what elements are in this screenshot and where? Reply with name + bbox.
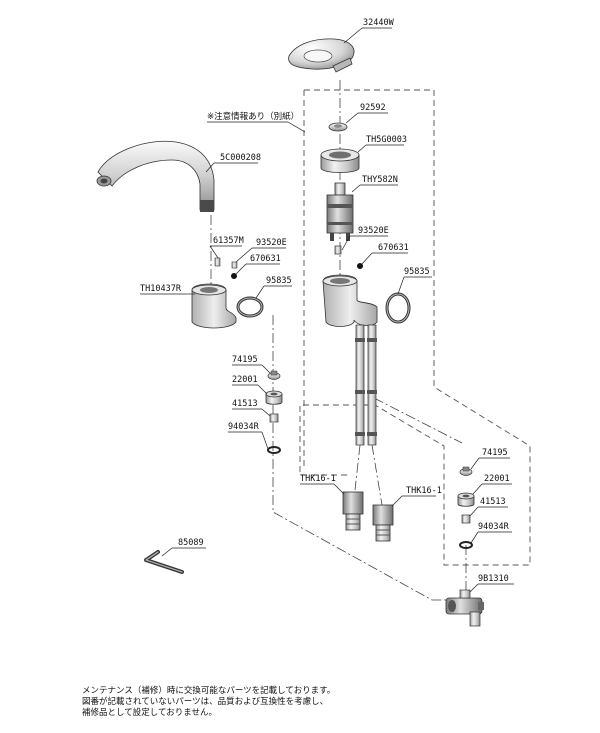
- supply-hoses: [355, 324, 377, 446]
- label-93520e-right: 93520E: [358, 226, 389, 236]
- nut-part-22001-right: [457, 492, 475, 507]
- label-left-body: TH10437R: [140, 284, 182, 294]
- faucet-body-center: [322, 274, 378, 327]
- label-670631-left: 670631: [250, 254, 281, 264]
- label-valve: 9B1310: [478, 574, 509, 584]
- handle-lever-part: [288, 38, 355, 73]
- cap-part-92592: [328, 122, 348, 132]
- nut-part-22001-left: [265, 390, 283, 405]
- footer-line-3: 補修品として設定しておりません。: [82, 708, 217, 718]
- hex-wrench-part: [144, 550, 184, 574]
- part-74195-right: [459, 466, 473, 476]
- hose-adapter-left: [342, 491, 364, 531]
- cartridge-group-outline: [299, 89, 531, 566]
- shutoff-valve-part: [445, 589, 484, 627]
- label-94034r-right: 94034R: [478, 522, 510, 532]
- label-74195-left: 74195: [232, 355, 258, 365]
- label-handle: 32440W: [363, 18, 395, 28]
- seal-ring-part-95835-right: [385, 292, 411, 324]
- label-95835-right: 95835: [404, 267, 430, 277]
- caution-note: ※注意情報あり（別紙）: [207, 111, 299, 122]
- hose-path-left: [272, 315, 463, 601]
- label-spout: 5C000208: [220, 153, 261, 163]
- screw-part-93520e-left: [231, 261, 238, 269]
- sleeve-part-41513-left: [269, 413, 279, 423]
- ring-nut-part: [320, 148, 360, 173]
- label-61357m: 61357M: [213, 236, 244, 246]
- washer-part-94034r-left: [267, 446, 281, 454]
- leader-handle: [343, 27, 363, 44]
- label-thk-right: THK16-1: [406, 486, 442, 496]
- label-92592: 92592: [360, 103, 386, 113]
- washer-part-94034r-right: [459, 541, 473, 549]
- label-22001-left: 22001: [232, 375, 258, 385]
- label-ring-nut: TH5G0003: [366, 135, 407, 145]
- screw-part-93520e-right: [334, 245, 342, 255]
- label-41513-right: 41513: [480, 497, 506, 507]
- spout-part: [96, 140, 215, 212]
- cartridge-part: [326, 182, 354, 241]
- seal-ring-part-95835-left: [236, 296, 264, 318]
- label-74195-right: 74195: [482, 448, 508, 458]
- label-wrench: 85089: [178, 538, 204, 548]
- footer-line-1: メンテナンス（補修）時に交換可能なパーツを記載しております。: [82, 686, 336, 696]
- hose-path-right: [373, 397, 463, 444]
- pin-part-61357m: [214, 257, 221, 267]
- label-93520e-left: 93520E: [256, 238, 287, 248]
- label-thk-left: THK16-1: [300, 474, 336, 484]
- oring-part-670631-left: [231, 273, 237, 279]
- label-cartridge: THY582N: [362, 175, 398, 185]
- label-670631-right: 670631: [378, 243, 409, 253]
- oring-part-670631-right: [357, 263, 363, 269]
- sleeve-part-41513-right: [461, 514, 471, 524]
- hose-adapter-right: [372, 504, 394, 542]
- label-41513-left: 41513: [232, 399, 258, 409]
- footer-notes: メンテナンス（補修）時に交換可能なパーツを記載しております。 図番が記載されてい…: [82, 686, 502, 719]
- label-94034r-left: 94034R: [228, 422, 260, 432]
- part-74195-left: [267, 370, 281, 380]
- label-22001-right: 22001: [484, 474, 510, 484]
- footer-line-2: 図番が記載されていないパーツは、品質および互換性を考慮し、: [82, 697, 329, 707]
- label-95835-left: 95835: [266, 276, 292, 286]
- faucet-body-left: [191, 283, 237, 329]
